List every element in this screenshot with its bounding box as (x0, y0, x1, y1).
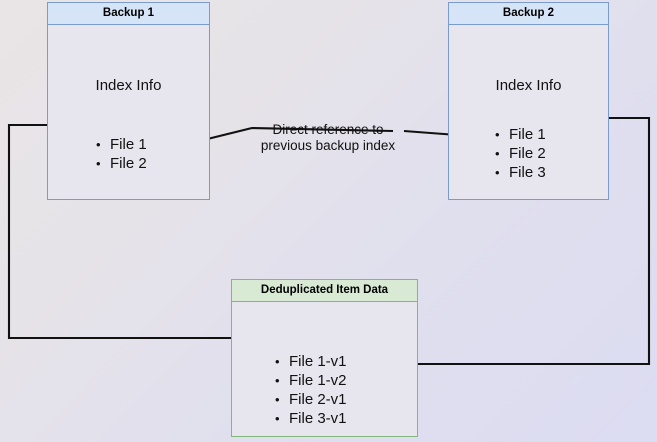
list-item: File 3 (495, 163, 546, 182)
list-item: File 1-v2 (275, 371, 347, 390)
backup-1-file-list: File 1 File 2 (96, 135, 147, 173)
direct-reference-line-1: Direct reference to (272, 122, 384, 137)
connector-backup2-file1-to-dedup (384, 116, 651, 369)
deduplicated-item-data-box: Deduplicated Item Data File 1-v1 File 1-… (231, 279, 418, 437)
direct-reference-line-2: previous backup index (260, 138, 396, 153)
list-item: File 2 (495, 144, 546, 163)
backup-2-index-info-label: Index Info (495, 77, 562, 94)
deduplicated-file-list: File 1-v1 File 1-v2 File 2-v1 File 3-v1 (275, 352, 347, 428)
list-item: File 1-v1 (275, 352, 347, 371)
direct-reference-annotation: Direct reference to previous backup inde… (248, 122, 408, 154)
backup-2-header: Backup 2 (449, 3, 608, 25)
list-item: File 1 (96, 135, 147, 154)
list-item: File 2-v1 (275, 390, 347, 409)
backup-2-box: Backup 2 Index Info File 1 File 2 File 3 (448, 2, 609, 200)
deduplicated-item-data-header: Deduplicated Item Data (232, 280, 417, 302)
backup-1-box: Backup 1 Index Info File 1 File 2 (47, 2, 210, 200)
list-item: File 3-v1 (275, 409, 347, 428)
backup-2-file-list: File 1 File 2 File 3 (495, 125, 546, 182)
backup-1-header: Backup 1 (48, 3, 209, 25)
list-item: File 2 (96, 154, 147, 173)
list-item: File 1 (495, 125, 546, 144)
backup-1-index-info-label: Index Info (95, 77, 162, 94)
